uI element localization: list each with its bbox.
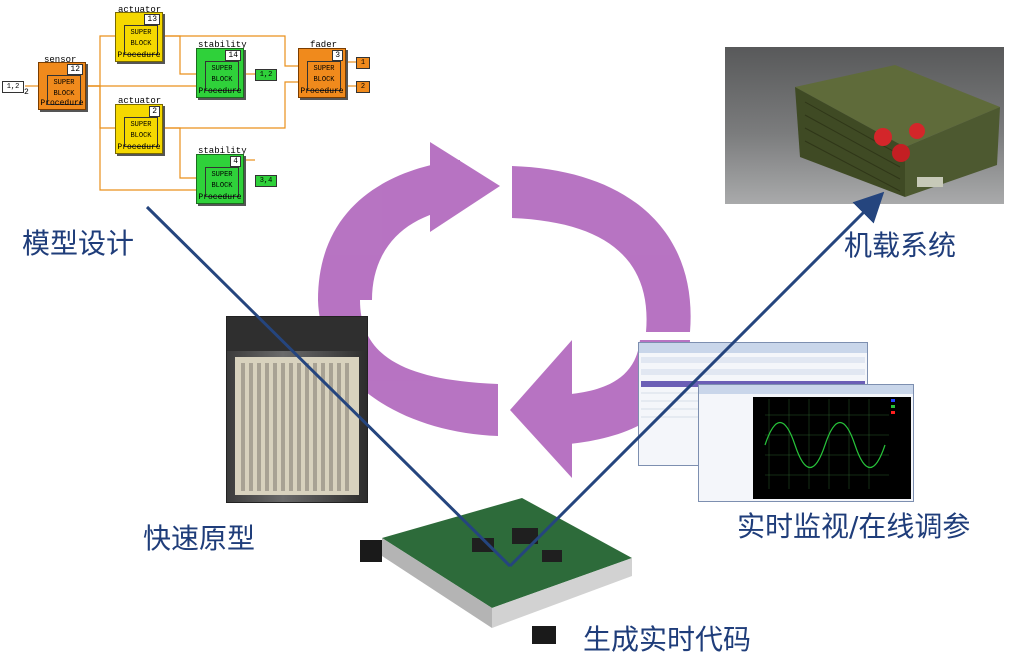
block-title-stability: stability: [198, 40, 247, 50]
caption-code-generation: 生成实时代码: [583, 623, 752, 656]
output-tag: 1: [356, 57, 370, 69]
pin-label: 2: [24, 88, 29, 97]
block-title-fader: fader: [310, 40, 338, 50]
block-diagram-wires: [25, 35, 356, 191]
block-title-actuator: actuator: [118, 96, 162, 106]
block-number: 13: [144, 14, 160, 25]
block-footer: Procedure: [117, 143, 161, 152]
cycle-arrowhead-upper: [430, 142, 500, 232]
line-model-to-board: [145, 205, 512, 568]
prototype-chassis-image: [226, 316, 368, 503]
output-tag: 1,2: [255, 69, 277, 81]
output-tag: 3,4: [255, 175, 277, 187]
block-footer: Procedure: [198, 193, 242, 202]
caption-rapid-prototype: 快速原型: [143, 522, 256, 555]
block-footer: Procedure: [117, 51, 161, 60]
block-title-sensor: sensor: [44, 55, 77, 65]
block-footer: Procedure: [198, 87, 242, 96]
block-number: 4: [230, 156, 241, 167]
board-image: [360, 498, 632, 644]
block-footer: Procedure: [40, 99, 84, 108]
output-tag: 2: [356, 81, 370, 93]
monitor-window: [698, 384, 914, 502]
block-title-stability: stability: [198, 146, 247, 156]
airborne-box-image: [795, 65, 1000, 197]
caption-model-design: 模型设计: [22, 227, 135, 260]
block-number: 12: [67, 64, 83, 75]
cycle-arrowhead-lower: [510, 340, 572, 478]
block-number: 2: [149, 106, 160, 117]
line-board-to-airborne: [508, 191, 885, 568]
cycle-arrow-right: [512, 166, 691, 332]
airborne-system-photo: [725, 47, 1004, 204]
block-number: 14: [225, 50, 241, 61]
block-title-actuator: actuator: [118, 5, 162, 15]
block-footer: Procedure: [300, 87, 344, 96]
caption-airborne-system: 机载系统: [844, 229, 957, 262]
caption-realtime-monitor: 实时监视/在线调参: [737, 510, 971, 543]
cycle-arrow-upper: [318, 160, 460, 300]
input-port: 1,2: [2, 81, 24, 93]
block-number: 3: [332, 50, 343, 61]
